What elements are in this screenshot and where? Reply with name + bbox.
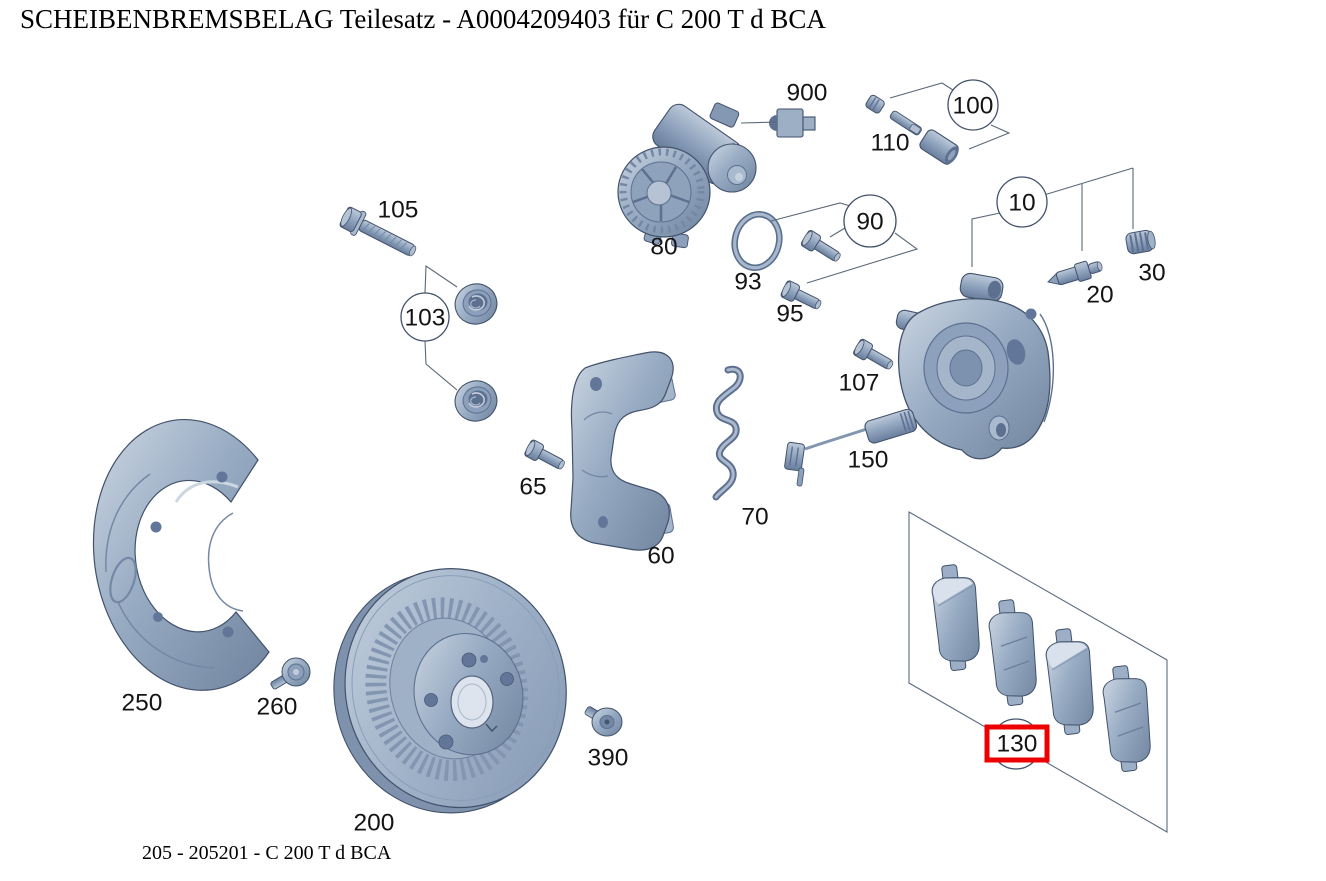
part-label-130[interactable]: 130 — [997, 731, 1038, 758]
caliper-port — [1025, 308, 1037, 320]
part-label-107[interactable]: 107 — [839, 370, 880, 397]
part-label-70[interactable]: 70 — [741, 504, 768, 531]
brake-pad-set-drawing — [908, 511, 1168, 833]
shield-screw-drawing — [270, 657, 311, 690]
part-label-80[interactable]: 80 — [650, 234, 677, 261]
footer-caption: 205 - 205201 - C 200 T d BCA — [142, 842, 392, 864]
guide-pin-set-drawing — [865, 94, 959, 165]
page-title: SCHEIBENBREMSBELAG Teilesatz - A00042094… — [20, 4, 826, 34]
part-label-105[interactable]: 105 — [378, 197, 419, 224]
brake-pad-drawing — [928, 561, 986, 673]
part-label-250[interactable]: 250 — [122, 690, 163, 717]
shield-hole — [216, 471, 228, 483]
leader-900 — [740, 121, 778, 124]
leader-90-bolt95 — [806, 232, 919, 284]
bleeder-cap-drawing — [1125, 229, 1156, 255]
part-label-390[interactable]: 390 — [588, 745, 629, 772]
highlighted-callout-130: 130 — [984, 718, 1050, 770]
disc-screw-drawing — [584, 706, 623, 737]
actuator-motor-drawing — [617, 102, 757, 249]
part-label-103[interactable]: 103 — [405, 305, 446, 332]
leader-100-cap — [889, 82, 954, 99]
leader-90-bolt — [829, 227, 846, 238]
callout-circles — [400, 79, 1048, 342]
flange-nut-drawing — [449, 374, 503, 428]
callout-circle-10[interactable] — [996, 176, 1048, 228]
connector-plug-drawing — [769, 108, 816, 138]
part-label-200[interactable]: 200 — [354, 810, 395, 837]
pad-set-boundary — [908, 511, 1168, 833]
part-label-95[interactable]: 95 — [776, 301, 803, 328]
o-ring-drawing — [731, 211, 783, 271]
part-label-260[interactable]: 260 — [257, 694, 298, 721]
bleeder-valve-drawing — [1047, 260, 1103, 286]
part-label-100[interactable]: 100 — [953, 93, 994, 120]
shield-hole — [222, 626, 234, 638]
brake-pad-drawing — [985, 596, 1043, 708]
shield-hole — [153, 612, 163, 622]
guide-bolt-drawing — [339, 206, 417, 257]
motor-terminal — [709, 102, 740, 128]
leader-lines — [424, 82, 1134, 391]
leader-100-bushing — [968, 124, 1011, 150]
part-label-10[interactable]: 10 — [1008, 190, 1035, 217]
part-label-60[interactable]: 60 — [647, 543, 674, 570]
part-label-110[interactable]: 110 — [870, 130, 909, 157]
part-label-65[interactable]: 65 — [519, 474, 546, 501]
carrier-hole — [590, 377, 602, 391]
part-label-150[interactable]: 150 — [848, 447, 889, 474]
part-label-900[interactable]: 900 — [787, 80, 828, 107]
pad-spring-drawing — [712, 365, 744, 501]
callout-circle-103[interactable] — [400, 292, 450, 342]
part-label-93[interactable]: 93 — [734, 269, 761, 296]
lug-hole — [424, 693, 438, 707]
wear-sensor-drawing — [784, 408, 918, 487]
callout-circle-100[interactable] — [947, 79, 999, 131]
caliper-window — [1006, 339, 1026, 365]
part-label-90[interactable]: 90 — [856, 209, 883, 236]
leader-90-oring — [770, 202, 851, 222]
shield-slot — [109, 556, 137, 604]
carrier-hole — [598, 516, 608, 528]
lug-hole — [461, 652, 477, 668]
brake-pad-drawing — [1042, 625, 1100, 737]
caliper-bolt-drawing — [799, 228, 845, 267]
part-label-20[interactable]: 20 — [1086, 282, 1113, 309]
splash-shield-drawing — [92, 418, 270, 691]
callout-circle-90[interactable] — [843, 194, 897, 248]
carrier-bolt-drawing — [522, 438, 569, 475]
caliper-mount-bolt-drawing — [851, 337, 897, 375]
lug-hole — [500, 672, 514, 686]
brake-caliper-drawing — [895, 272, 1055, 460]
leader-10-top — [1043, 167, 1134, 196]
caliper-carrier-drawing — [570, 351, 676, 551]
part-label-30[interactable]: 30 — [1138, 260, 1165, 287]
lug-hole — [438, 734, 454, 750]
highlight-box-130[interactable] — [984, 724, 1050, 763]
flange-nut-drawing — [449, 277, 503, 331]
leader-103-top — [424, 264, 458, 294]
shield-hole — [150, 521, 162, 533]
brake-disc-drawing — [333, 568, 567, 814]
brake-pad-drawing — [1099, 662, 1157, 774]
disc-center-bore — [450, 675, 494, 729]
lug-hole — [480, 655, 488, 663]
leader-103-bottom — [424, 340, 458, 391]
leader-10-caliper — [971, 212, 1001, 267]
